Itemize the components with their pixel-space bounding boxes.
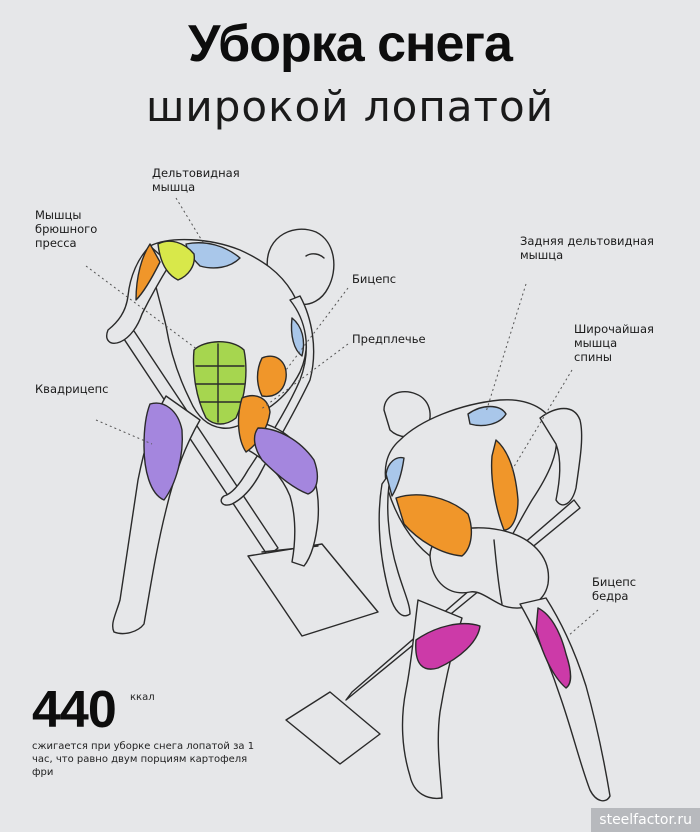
page-subtitle: широкой лопатой bbox=[146, 82, 554, 131]
back-ham-left bbox=[415, 623, 481, 670]
leader-deltoid bbox=[175, 197, 205, 245]
label-rear-deltoid: Задняя дельтовидная мышца bbox=[520, 234, 654, 262]
label-hamstrings: Бицепс бедра bbox=[592, 575, 637, 603]
front-right-arm bbox=[220, 295, 315, 506]
front-quad-left bbox=[143, 402, 184, 501]
leader-biceps bbox=[285, 287, 349, 371]
label-biceps: Бицепс bbox=[352, 272, 397, 286]
back-ham-right bbox=[535, 607, 572, 689]
front-shoulder-right bbox=[290, 317, 305, 357]
leader-quadriceps bbox=[95, 419, 153, 445]
front-forearm-left bbox=[135, 243, 161, 301]
leader-abs bbox=[85, 265, 199, 351]
back-lat-right bbox=[490, 439, 519, 531]
leader-forearm bbox=[259, 343, 349, 411]
label-lats: Широчайшая мышца спины bbox=[574, 322, 654, 364]
back-right-leg bbox=[519, 597, 611, 802]
back-rear-delt-left bbox=[467, 405, 507, 427]
label-forearm: Предплечье bbox=[352, 332, 426, 346]
back-shovel-blade bbox=[285, 691, 381, 765]
front-abs bbox=[192, 341, 247, 425]
leader-rear-delt bbox=[485, 283, 527, 413]
leader-hamstrings bbox=[567, 609, 599, 637]
back-rear-delt-arm bbox=[385, 456, 405, 497]
calorie-value: 440 bbox=[32, 681, 117, 739]
label-quadriceps: Квадрицепс bbox=[35, 382, 109, 396]
front-deltoid-yellow bbox=[157, 240, 195, 281]
page-title: Уборка снега bbox=[188, 15, 513, 73]
calorie-unit: ккал bbox=[130, 692, 155, 703]
calorie-description: сжигается при уборке снега лопатой за 1 … bbox=[32, 741, 255, 778]
back-right-arm bbox=[539, 407, 583, 506]
watermark: steelfactor.ru bbox=[591, 808, 700, 832]
back-lat-left bbox=[395, 494, 473, 557]
front-biceps bbox=[256, 355, 287, 398]
label-abs: Мышцы брюшного пресса bbox=[35, 208, 98, 250]
back-left-arm bbox=[378, 469, 411, 617]
front-shovel-blade bbox=[247, 543, 379, 637]
label-deltoid: Дельтовидная мышца bbox=[152, 166, 240, 194]
front-quad-right bbox=[253, 427, 319, 495]
